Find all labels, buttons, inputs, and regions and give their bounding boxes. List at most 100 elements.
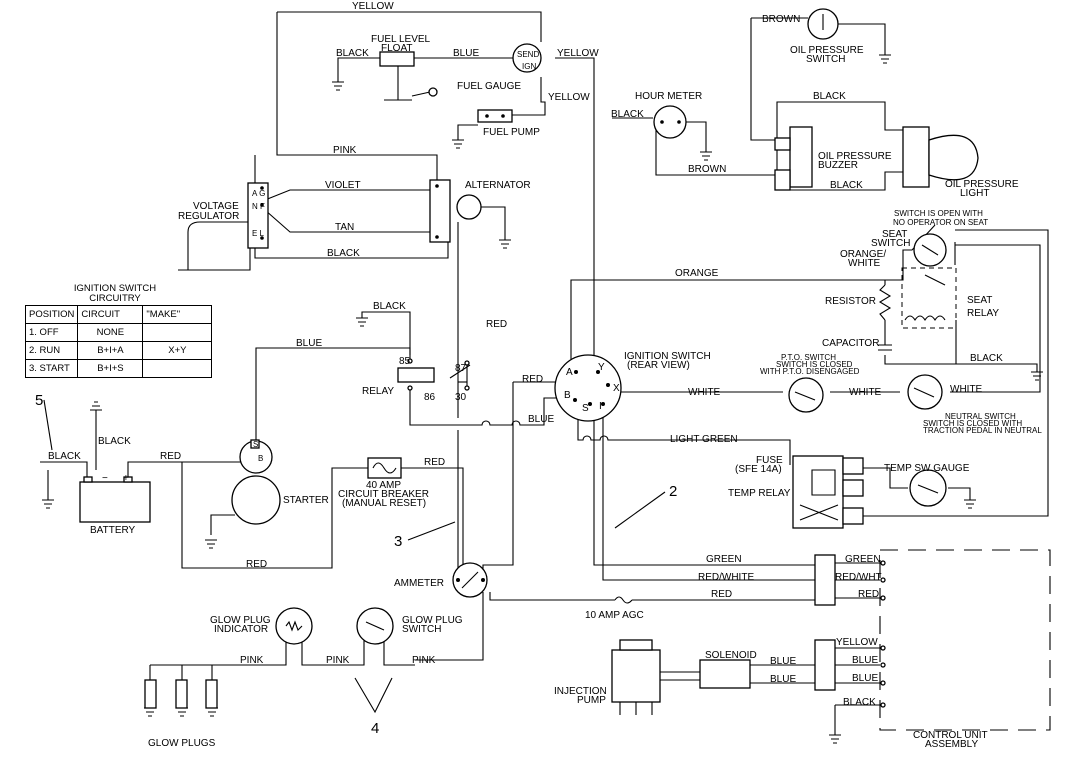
- label-ign-s: S: [582, 403, 589, 414]
- label-black-reg: BLACK: [327, 248, 360, 259]
- label-pink-reg: PINK: [333, 145, 357, 156]
- connector-blocks: [814, 554, 836, 691]
- label-fuse: FUSE: [756, 455, 783, 466]
- label-seat-switch: SEAT: [882, 229, 907, 240]
- temp-sw-gauge: [909, 469, 947, 507]
- label-float: FLOAT: [381, 43, 412, 54]
- label-temp-relay: TEMP RELAY: [728, 488, 791, 499]
- label-gp-switch-2: SWITCH: [402, 624, 441, 635]
- label-red-cu2: RED: [858, 589, 879, 600]
- label-ign-x: X: [613, 383, 620, 394]
- label-solenoid: SOLENOID: [705, 650, 757, 661]
- label-send: SEND: [517, 50, 539, 59]
- wires: [40, 11, 1049, 735]
- label-starter-s: S: [253, 440, 258, 449]
- label-oil-buzzer-2: BUZZER: [818, 160, 858, 171]
- label-blue-ign: BLUE: [528, 414, 554, 425]
- label-seat-note: SWITCH IS OPEN WITH: [894, 209, 983, 218]
- table-row: 1. OFF NONE: [24, 323, 213, 342]
- label-black-buzzer2: BLACK: [830, 180, 863, 191]
- label-blue-cu2: BLUE: [852, 673, 878, 684]
- label-brown-oil: BROWN: [762, 14, 800, 25]
- label-neutral: NEUTRAL SWITCH: [945, 412, 1016, 421]
- label-oil-light-2: LIGHT: [960, 188, 989, 199]
- label-seat-relay: SEAT: [967, 295, 992, 306]
- label-yellow-gauge: YELLOW: [557, 48, 599, 59]
- ammeter: [452, 562, 488, 598]
- label-relay-87: 87: [455, 363, 467, 374]
- callout-2: 2: [669, 483, 677, 500]
- label-ign: IGN: [522, 62, 536, 71]
- battery: [79, 476, 151, 523]
- label-blue-sol2: BLUE: [770, 674, 796, 685]
- label-gp-switch: GLOW PLUG: [402, 615, 463, 626]
- injection-pump: [611, 639, 661, 715]
- label-black-hour: BLACK: [611, 109, 644, 120]
- fuel-gauge: [512, 43, 542, 73]
- label-neutral-3: TRACTION PEDAL IN NEUTRAL: [923, 426, 1042, 435]
- labels: YELLOW FUEL LEVEL FLOAT BLACK BLUE SEND …: [35, 1, 1042, 750]
- label-fuel-level: FUEL LEVEL: [371, 34, 431, 45]
- pto-switch: [788, 377, 824, 413]
- header-position: POSITION: [24, 305, 79, 324]
- label-ign-switch-2: (REAR VIEW): [627, 360, 690, 371]
- label-pump: PUMP: [577, 695, 606, 706]
- label-black-bat1: BLACK: [98, 436, 131, 447]
- label-bat-minus: −: [102, 473, 108, 484]
- label-red-ign: RED: [522, 374, 543, 385]
- hour-meter: [653, 105, 687, 139]
- glow-plug-switch: [356, 607, 394, 645]
- label-gp-indicator: GLOW PLUG: [210, 615, 271, 626]
- label-white-1: WHITE: [688, 387, 721, 398]
- label-reg-nf: N F: [252, 202, 265, 211]
- ignition-circuitry-table: POSITION CIRCUIT "MAKE" 1. OFF NONE 2. R…: [24, 305, 213, 378]
- label-redwht-cu2: RED/WHT: [835, 572, 882, 583]
- ignition-table-title: IGNITION SWITCH CIRCUITRY: [73, 283, 157, 304]
- glow-plugs: [144, 679, 218, 709]
- label-control-unit-2: ASSEMBLY: [925, 739, 978, 750]
- label-blue-sol1: BLUE: [770, 656, 796, 667]
- label-black-bat2: BLACK: [48, 451, 81, 462]
- label-fuse-2: (SFE 14A): [735, 464, 782, 475]
- label-white-2: WHITE: [849, 387, 882, 398]
- label-black-seat: BLACK: [970, 353, 1003, 364]
- table-row: 3. START B+I+S: [24, 359, 213, 378]
- label-cb-1: 40 AMP: [366, 480, 401, 491]
- label-red-starter: RED: [246, 559, 267, 570]
- callout-4: 4: [371, 720, 379, 737]
- voltage-regulator: [178, 182, 269, 271]
- label-battery: BATTERY: [90, 525, 136, 536]
- label-relay-30: 30: [455, 392, 467, 403]
- label-pink-1: PINK: [240, 655, 264, 666]
- label-blue-cu1: BLUE: [852, 655, 878, 666]
- header-circuit: CIRCUIT: [77, 305, 144, 324]
- label-capacitor: CAPACITOR: [822, 338, 879, 349]
- label-green-cu2: GREEN: [845, 554, 881, 565]
- label-hour-meter: HOUR METER: [635, 91, 702, 102]
- label-black-buzzer: BLACK: [813, 91, 846, 102]
- label-pink-2: PINK: [326, 655, 350, 666]
- label-ign-i: I: [599, 401, 602, 412]
- label-yellow-top: YELLOW: [352, 1, 394, 12]
- label-ign-a: A: [566, 367, 573, 378]
- ignition-switch: [554, 354, 622, 422]
- label-blue-relay: BLUE: [296, 338, 322, 349]
- label-red-bat: RED: [160, 451, 181, 462]
- label-neutral-2: SWITCH IS CLOSED WITH: [923, 419, 1022, 428]
- label-pto-3: WITH P.T.O. DISENGAGED: [760, 367, 860, 376]
- label-fuel-pump: FUEL PUMP: [483, 127, 540, 138]
- label-cb-3: (MANUAL RESET): [342, 498, 426, 509]
- label-seat-relay-2: RELAY: [967, 308, 999, 319]
- label-control-unit: CONTROL UNIT: [913, 730, 988, 741]
- label-tan: TAN: [335, 222, 354, 233]
- label-black-cu: BLACK: [843, 697, 876, 708]
- oil-pressure-light: [902, 126, 979, 188]
- seat-relay: [878, 274, 946, 351]
- label-regulator: REGULATOR: [178, 211, 239, 222]
- label-orange-white: ORANGE/: [840, 249, 886, 260]
- agc-fuse: [614, 596, 633, 604]
- solenoid: [699, 659, 751, 689]
- label-temp-sw: TEMP SW GAUGE: [884, 463, 970, 474]
- fuel-level-float: [379, 51, 438, 97]
- label-pink-3: PINK: [412, 655, 436, 666]
